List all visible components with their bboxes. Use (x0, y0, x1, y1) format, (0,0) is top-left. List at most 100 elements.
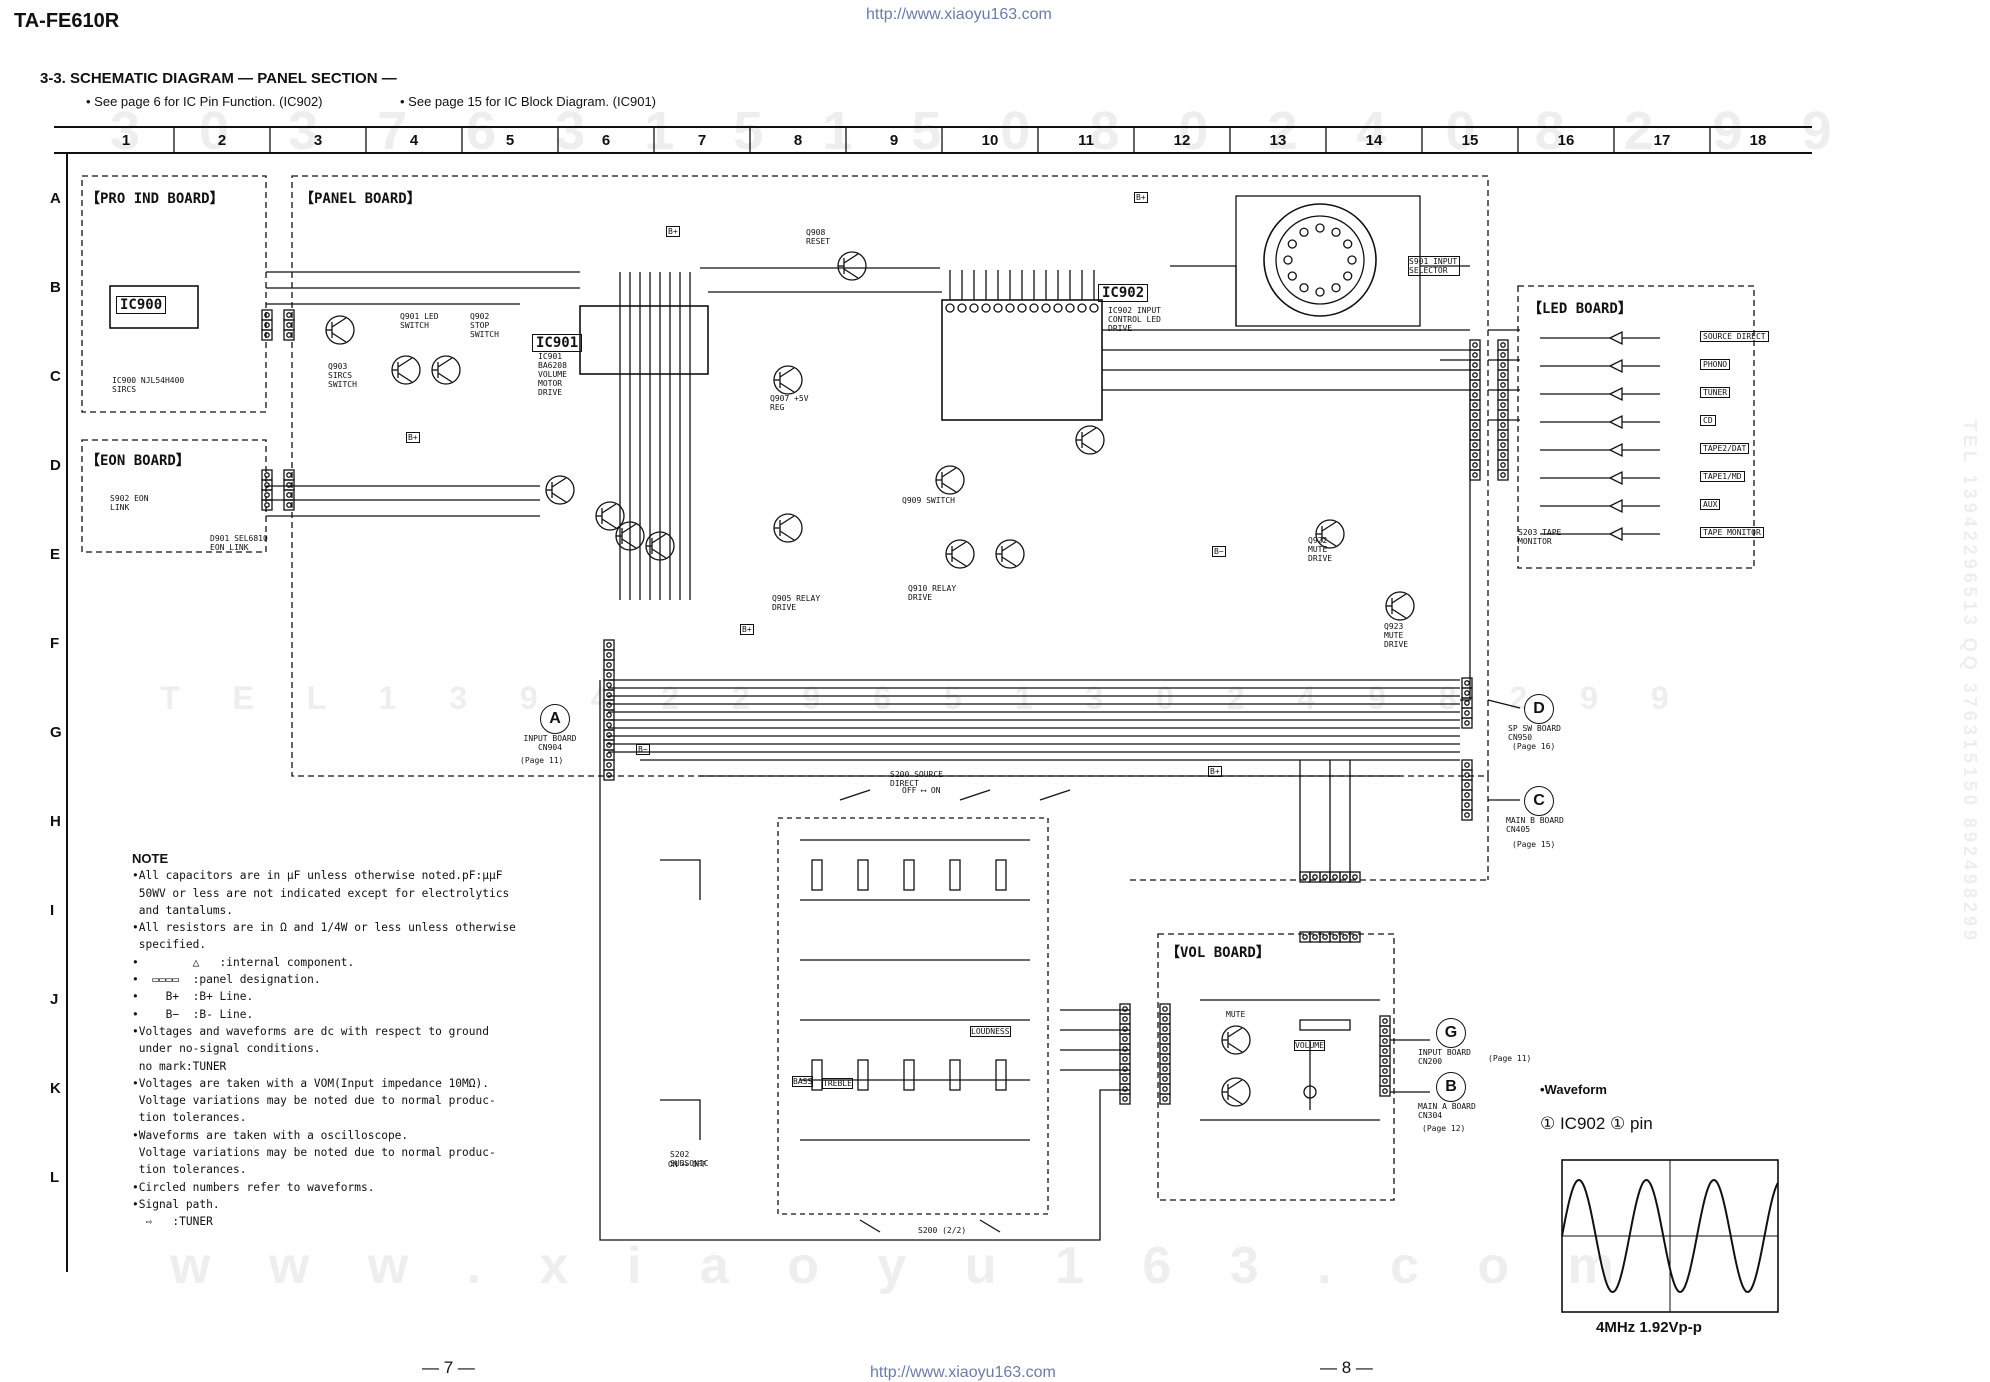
s203-label: S203 TAPE MONITOR (1518, 528, 1562, 546)
connector-a-circle: A (540, 704, 570, 734)
note-block: NOTE •All capacitors are in μF unless ot… (132, 850, 516, 1231)
top-url[interactable]: http://www.xiaoyu163.com (866, 6, 1052, 23)
led-label-1: SOURCE DIRECT (1700, 331, 1769, 342)
row-C: C (50, 368, 61, 385)
ic901-label: IC901 (532, 334, 583, 352)
note-line: ⇨ :TUNER (132, 1215, 213, 1229)
section-title: 3-3. SCHEMATIC DIAGRAM — PANEL SECTION — (40, 70, 397, 87)
waveform-trace (1561, 1178, 1779, 1294)
ic902-label: IC902 (1098, 284, 1149, 302)
ic900-desc: IC900 NJL54H400 SIRCS (112, 376, 185, 394)
bplus-badge-4: B+ (740, 624, 754, 635)
vol-board-title: 【VOL BOARD】 (1166, 945, 1270, 961)
page-number-right: — 8 — (1320, 1358, 1373, 1377)
q908-label: Q908 RESET (806, 228, 831, 246)
column-10: 10 (981, 132, 999, 149)
note-line: tion tolerances. (132, 1111, 247, 1125)
note-line: • B+ :B+ Line. (132, 990, 254, 1004)
column-13: 13 (1269, 132, 1287, 149)
note-line: •Voltages are taken with a VOM(Input imp… (132, 1076, 489, 1090)
q905-label: Q905 RELAY DRIVE (772, 594, 821, 612)
row-J: J (50, 991, 59, 1008)
bottom-url[interactable]: http://www.xiaoyu163.com (870, 1364, 1056, 1381)
bminus-badge-1: B− (1212, 546, 1226, 557)
note-line: specified. (132, 938, 207, 952)
column-14: 14 (1365, 132, 1383, 149)
bplus-badge-1: B+ (666, 226, 680, 237)
connector-b-circle: B (1436, 1072, 1466, 1102)
q902-label: Q902 STOP SWITCH (470, 312, 499, 339)
ic901-body (579, 305, 709, 375)
waveform-title: •Waveform (1540, 1082, 1607, 1097)
note-line: • ▭▭▭▭ :panel designation. (132, 973, 321, 987)
note-line: and tantalums. (132, 903, 234, 917)
note-title: NOTE (132, 851, 169, 866)
waveform-caption: 4MHz 1.92Vp-p (1596, 1319, 1702, 1336)
bplus-badge-5: B+ (1208, 766, 1222, 777)
column-6: 6 (601, 132, 611, 149)
ic901-desc: IC901 BA6208 VOLUME MOTOR DRIVE (538, 352, 567, 397)
s901-label: S901 INPUT SELECTOR (1408, 256, 1460, 276)
row-A: A (50, 190, 61, 207)
connector-b-text: MAIN A BOARD CN304 (1418, 1102, 1476, 1120)
column-8: 8 (793, 132, 803, 149)
column-17: 17 (1653, 132, 1671, 149)
row-L: L (50, 1169, 60, 1186)
connector-b-page: (Page 12) (1422, 1124, 1466, 1133)
connector-c-text: MAIN B BOARD CN405 (1506, 816, 1564, 834)
note-line: •All resistors are in Ω and 1/4W or less… (132, 921, 516, 935)
q909-label: Q909 SWITCH (902, 496, 955, 505)
q910-label: Q910 RELAY DRIVE (908, 584, 957, 602)
connector-g-text: INPUT BOARD CN200 (1418, 1048, 1471, 1066)
led-label-5: TAPE2/DAT (1700, 443, 1750, 454)
led-board-title: 【LED BOARD】 (1528, 301, 1632, 317)
s202-label: S202 SUBSONIC (670, 1150, 709, 1168)
eon-board-outline (81, 439, 267, 553)
ref-ic901: • See page 15 for IC Block Diagram. (IC9… (400, 94, 657, 109)
note-line: Voltage variations may be noted due to n… (132, 1094, 496, 1108)
note-line: •Signal path. (132, 1197, 220, 1211)
note-lines: •All capacitors are in μF unless otherwi… (132, 867, 516, 1230)
connector-a-text: INPUT BOARD CN904 (523, 734, 577, 752)
ref-ic902: • See page 6 for IC Pin Function. (IC902… (86, 94, 323, 109)
note-line: •Circled numbers refer to waveforms. (132, 1180, 375, 1194)
column-15: 15 (1461, 132, 1479, 149)
column-9: 9 (889, 132, 899, 149)
note-line: • △ :internal component. (132, 955, 355, 969)
led-label-6: TAPE1/MD (1700, 471, 1745, 482)
column-7: 7 (697, 132, 707, 149)
ic902-body (941, 299, 1103, 421)
bminus-badge-2: B− (636, 744, 650, 755)
bass-label: BASS (792, 1076, 814, 1087)
led-label-4: CD (1700, 415, 1716, 426)
note-line: •Voltages and waveforms are dc with resp… (132, 1024, 489, 1038)
pro-ind-board-title: 【PRO IND BOARD】 (86, 191, 224, 207)
connector-d-circle: D (1524, 694, 1554, 724)
column-16: 16 (1557, 132, 1575, 149)
ic902-desc: IC902 INPUT CONTROL LED DRIVE (1108, 306, 1161, 333)
row-E: E (50, 546, 61, 563)
q907-label: Q907 +5V REG (770, 394, 809, 412)
watermark-row1: 3 0 3 7 6 3 1 5 1 5 0 8 0 2 4 0 8 2 9 9 (110, 101, 1854, 161)
waveform-subtitle: ① IC902 ① pin (1540, 1114, 1653, 1133)
eon-board-title: 【EON BOARD】 (86, 453, 190, 469)
q922-label: Q922 MUTE DRIVE (1308, 536, 1333, 563)
mute-label: MUTE (1226, 1010, 1246, 1019)
vol-board-outline (1157, 933, 1395, 1201)
loudness-label: LOUDNESS (970, 1026, 1011, 1037)
column-1: 1 (121, 132, 131, 149)
column-18: 18 (1749, 132, 1767, 149)
led-label-8: TAPE MONITOR (1700, 527, 1764, 538)
note-line: •All capacitors are in μF unless otherwi… (132, 869, 503, 883)
row-D: D (50, 457, 61, 474)
s200-label: S200 SOURCE DIRECT (890, 770, 943, 788)
note-line: Voltage variations may be noted due to n… (132, 1146, 496, 1160)
s902-label: S902 EON LINK (110, 494, 149, 512)
model-title: TA-FE610R (14, 10, 120, 32)
panel-board-title: 【PANEL BOARD】 (300, 191, 421, 207)
note-line: • B− :B- Line. (132, 1007, 254, 1021)
connector-d-page: (Page 16) (1512, 742, 1556, 751)
led-board-outline (1517, 285, 1755, 569)
column-5: 5 (505, 132, 515, 149)
